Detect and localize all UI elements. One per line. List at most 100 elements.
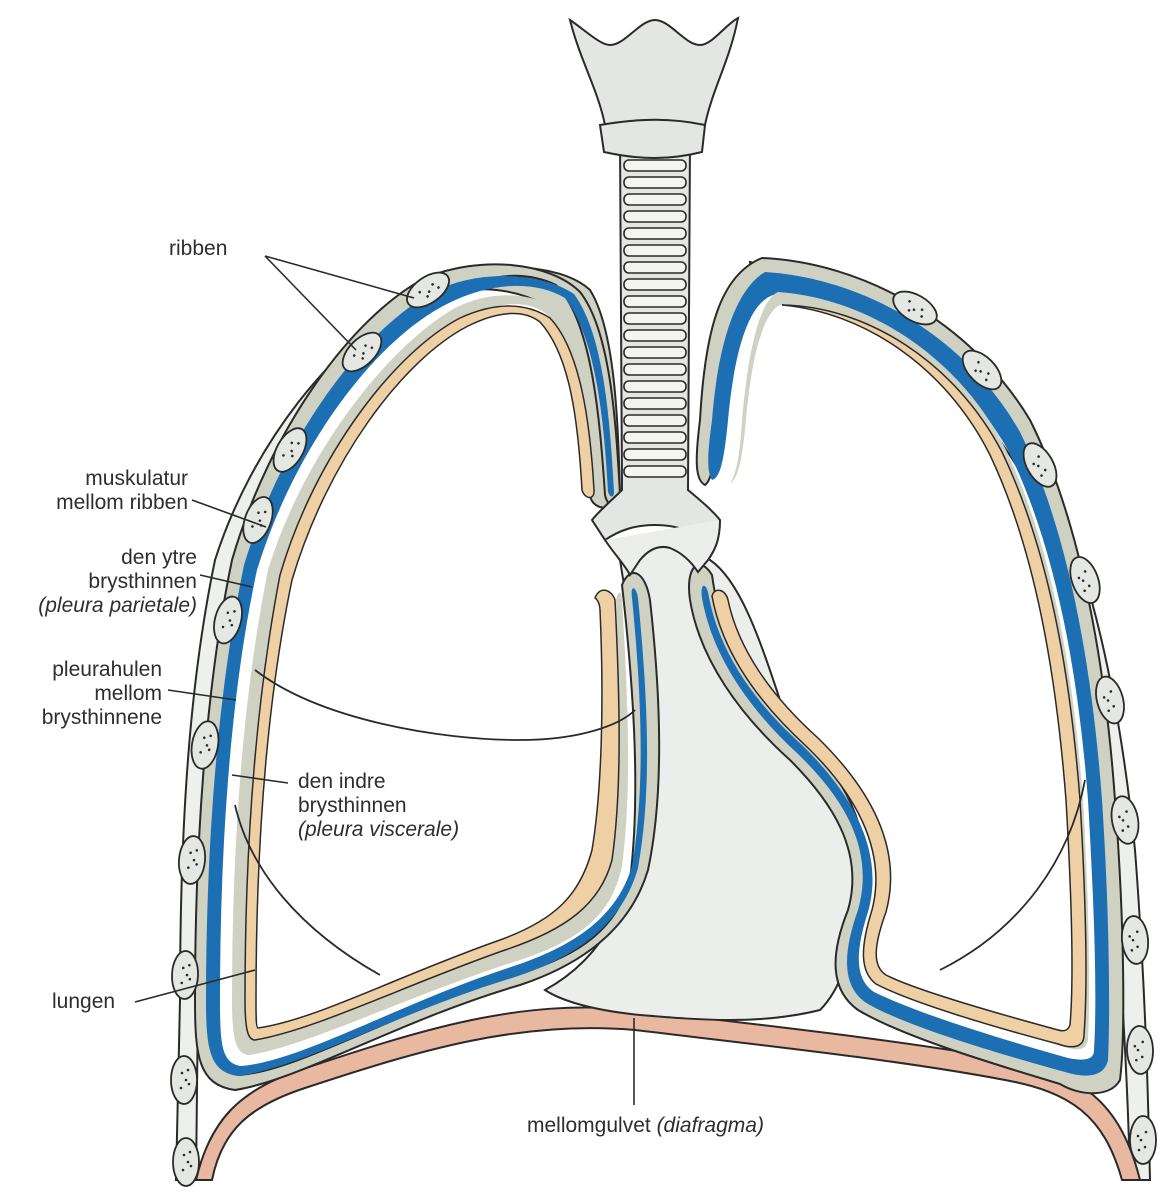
ribs — [170, 271, 1157, 1187]
larynx — [568, 16, 740, 159]
rib-marrow-dot — [1135, 1058, 1138, 1062]
rib-marrow-dot — [1121, 819, 1125, 822]
rib-marrow-dot — [187, 1082, 191, 1086]
rib-marrow-dot — [431, 283, 434, 286]
label-ytre-line3: (pleura parietale) — [38, 594, 197, 617]
rib-marrow-dot — [1137, 1148, 1141, 1152]
rib-marrow-dot — [181, 1168, 185, 1172]
rib-marrow-dot — [184, 1078, 188, 1082]
rib-marrow-dot — [1036, 464, 1040, 468]
leader-pleurahulen — [167, 689, 237, 701]
label-ytre-line2: brysthinnen — [88, 570, 197, 593]
label-lungen-text: lungen — [52, 990, 116, 1013]
rib-marrow-dot — [207, 748, 211, 752]
rib-bone — [341, 331, 383, 373]
trachea-ring — [623, 227, 687, 240]
rib-marrow-dot — [418, 290, 422, 294]
rib-marrow-dot — [188, 963, 191, 967]
rib-marrow-dot — [912, 308, 916, 312]
rib-marrow-dot — [1043, 468, 1047, 472]
rib-section — [1095, 675, 1125, 725]
rib-marrow-dot — [362, 352, 365, 355]
rib-bone — [272, 427, 308, 473]
rib-marrow-dot — [290, 449, 294, 453]
rib-section — [1022, 442, 1058, 488]
trachea-ring — [623, 210, 687, 223]
rib-section — [213, 595, 243, 645]
rib-marrow-dot — [188, 1150, 192, 1154]
rib-marrow-dot — [1087, 584, 1091, 588]
rib-marrow-dot — [180, 981, 184, 985]
rib-section — [961, 349, 1003, 391]
trachea-ring — [623, 176, 687, 189]
rib-marrow-dot — [987, 372, 990, 375]
trachea-ring — [623, 363, 687, 376]
rib-section — [171, 950, 199, 1000]
trachea-ring — [623, 193, 687, 206]
label-indre-line2: brysthinnen — [298, 794, 407, 817]
rib-marrow-dot — [181, 966, 185, 970]
rib-marrow-dot — [1121, 829, 1125, 832]
rib-bone — [170, 1055, 198, 1105]
rib-marrow-dot — [920, 308, 924, 312]
trachea-ring — [623, 261, 687, 274]
label-pleurahulen-line3: brysthinnene — [41, 706, 162, 729]
rib-marrow-dot — [437, 286, 440, 289]
rib-marrow-dot — [257, 511, 260, 515]
rib-marrow-dot — [920, 315, 923, 318]
rib-marrow-dot — [1107, 709, 1111, 712]
rib-marrow-dot — [185, 973, 189, 977]
trachea-ring — [623, 397, 687, 410]
rib-marrow-dot — [290, 441, 294, 445]
rib-marrow-dot — [221, 625, 225, 629]
rib-marrow-dot — [228, 619, 232, 622]
rib-marrow-dot — [1128, 935, 1131, 938]
rib-marrow-dot — [1106, 699, 1110, 702]
rib-marrow-dot — [361, 357, 365, 360]
label-ytre-brysthinnen: den ytre brysthinnen (pleura parietale) — [0, 546, 197, 618]
rib-marrow-dot — [370, 346, 374, 350]
rib-marrow-dot — [1136, 945, 1139, 949]
rib-marrow-dot — [977, 360, 980, 364]
rib-bone — [1120, 915, 1150, 965]
rib-marrow-dot — [979, 370, 982, 373]
rib-marrow-dot — [186, 1160, 190, 1164]
rib-marrow-dot — [291, 454, 294, 458]
rib-section — [1120, 915, 1150, 965]
rib-marrow-dot — [187, 866, 190, 870]
rib-marrow-dot — [189, 851, 192, 855]
label-indre-brysthinnen: den indre brysthinnen (pleura viscerale) — [298, 770, 459, 842]
rib-bone — [1069, 556, 1101, 604]
rib-marrow-dot — [1037, 455, 1040, 458]
rib-marrow-dot — [199, 751, 202, 754]
rib-marrow-dot — [1102, 696, 1106, 699]
label-ytre-line1: den ytre — [121, 546, 197, 569]
rib-marrow-dot — [1081, 579, 1085, 582]
rib-marrow-dot — [195, 863, 198, 866]
label-diafragma-text: (diafragma) — [656, 1114, 764, 1137]
leader-lungen — [134, 969, 256, 1003]
rib-bone — [242, 496, 274, 544]
rib-marrow-dot — [1144, 1130, 1148, 1134]
rib-marrow-dot — [233, 610, 236, 613]
rib-bone — [1022, 442, 1058, 488]
rib-section — [170, 1055, 198, 1105]
rib-marrow-dot — [1140, 1055, 1144, 1059]
trachea-ring — [623, 278, 687, 291]
rib-marrow-dot — [974, 369, 977, 373]
rib-marrow-dot — [1126, 825, 1130, 828]
rib-marrow-dot — [1125, 810, 1128, 813]
rib-marrow-dot — [188, 977, 192, 981]
trachea-ring — [623, 414, 687, 427]
rib-marrow-dot — [1118, 815, 1121, 819]
label-indre-line3: (pleura viscerale) — [298, 818, 460, 841]
rib-marrow-dot — [251, 525, 254, 528]
rib-marrow-dot — [182, 1153, 186, 1157]
rib-bone — [961, 349, 1003, 391]
rib-section — [1110, 795, 1140, 845]
rib-marrow-dot — [179, 1086, 183, 1090]
rib-marrow-dot — [1112, 704, 1116, 708]
trachea-ring — [623, 380, 687, 393]
rib-marrow-dot — [1136, 1134, 1140, 1138]
